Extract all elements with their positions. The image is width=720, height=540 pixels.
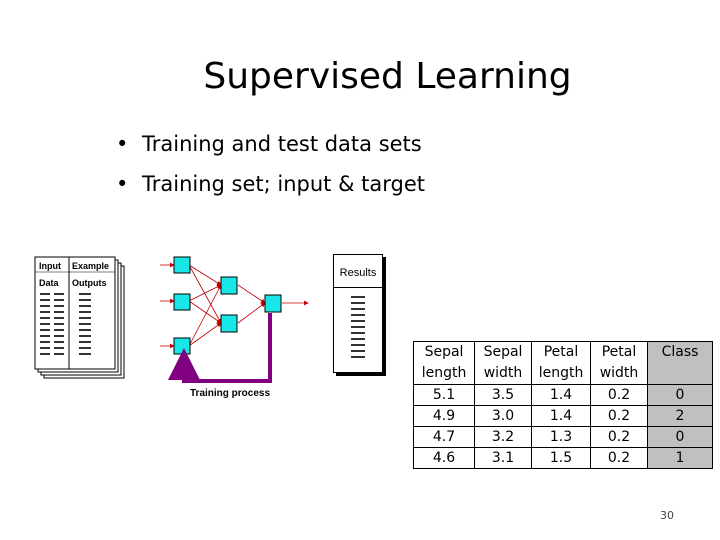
results-label: Results (339, 267, 377, 279)
table-header-row: Sepal Sepal Petal Petal Class (413, 341, 713, 363)
header-sepal-length-2: length (413, 363, 475, 385)
header-petal-length-2: length (531, 363, 591, 385)
page-number: 30 (660, 509, 674, 522)
table-header-row-2: length width length width (413, 363, 713, 385)
table-cell: 4.9 (413, 405, 475, 427)
table-cell: 0.2 (590, 447, 648, 469)
hidden-node (220, 276, 238, 295)
table-cell: 2 (647, 405, 713, 427)
hidden-node (220, 314, 238, 333)
header-sepal-width-2: width (474, 363, 532, 385)
header-sepal-length: Sepal (413, 341, 475, 363)
bullet-item: • Training and test data sets (116, 132, 425, 172)
slide-title: Supervised Learning (203, 56, 572, 97)
input-node (173, 337, 191, 355)
table-cell: 3.0 (474, 405, 532, 427)
example-header: Example (72, 261, 109, 271)
table-cell: 1.3 (531, 426, 591, 448)
input-header: Input (39, 261, 61, 271)
training-process-label: Training process (190, 388, 271, 399)
table-cell: 1.4 (531, 405, 591, 427)
header-petal-width-2: width (590, 363, 648, 385)
bullet-dot: • (116, 132, 129, 156)
table-cell: 0 (647, 426, 713, 448)
output-node (264, 294, 282, 313)
table-cell: 5.1 (413, 384, 475, 406)
network-diagram: Input Data Example Outputs (34, 256, 309, 383)
header-class: Class (647, 341, 713, 363)
results-dashes (351, 296, 365, 358)
table-cell: 1.5 (531, 447, 591, 469)
header-sepal-width: Sepal (474, 341, 532, 363)
table-cell: 0.2 (590, 384, 648, 406)
example-header-2: Outputs (72, 278, 107, 288)
table-cell: 4.7 (413, 426, 475, 448)
results-divider (334, 287, 382, 288)
input-header-2: Data (39, 278, 60, 288)
table-cell: 0 (647, 384, 713, 406)
header-petal-length: Petal (531, 341, 591, 363)
input-data-dashes (40, 293, 91, 355)
table-cell: 0.2 (590, 426, 648, 448)
header-class-2 (647, 363, 713, 385)
bullet-list: • Training and test data sets • Training s… (116, 132, 425, 212)
table-cell: 1.4 (531, 384, 591, 406)
bullet-text: Training and test data sets (142, 132, 422, 156)
results-box: Results (333, 254, 383, 373)
bullet-dot: • (116, 172, 129, 196)
iris-data-table: Sepal Sepal Petal Petal Class length wid… (413, 341, 713, 469)
table-cell: 3.1 (474, 447, 532, 469)
network-nodes (173, 256, 282, 355)
table-cell: 0.2 (590, 405, 648, 427)
table-cell: 4.6 (413, 447, 475, 469)
training-process-arrow (168, 313, 272, 383)
input-node (173, 293, 191, 311)
table-cell: 1 (647, 447, 713, 469)
table-cell: 3.2 (474, 426, 532, 448)
table-cell: 3.5 (474, 384, 532, 406)
network-connections (160, 262, 309, 349)
training-data-pages: Input Data Example Outputs (34, 256, 125, 379)
bullet-item: • Training set; input & target (116, 172, 425, 212)
input-node (173, 256, 191, 274)
header-petal-width: Petal (590, 341, 648, 363)
bullet-text: Training set; input & target (142, 172, 425, 196)
